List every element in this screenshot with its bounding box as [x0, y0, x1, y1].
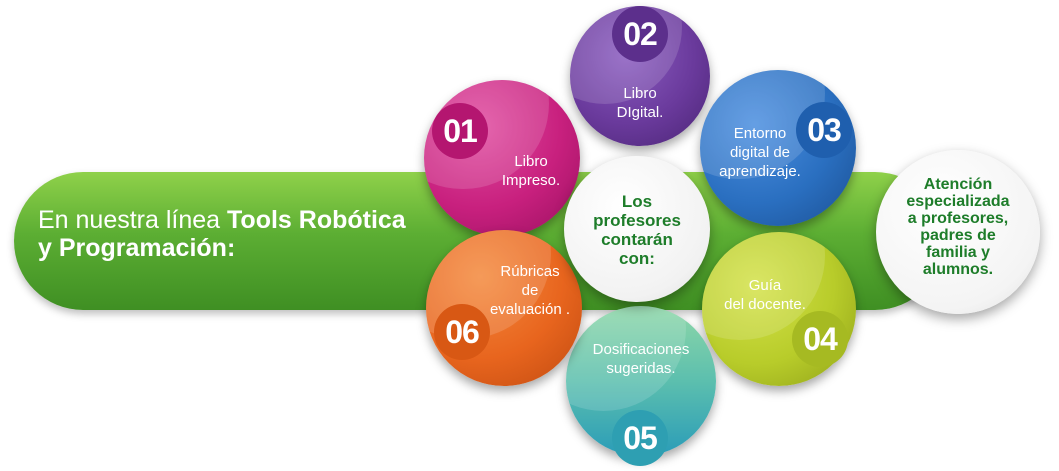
- item-03-line-2: digital de: [729, 144, 791, 161]
- item-circle-03: Entorno digital de aprendizaje.: [700, 70, 856, 226]
- item-01-line-1: Libro: [514, 153, 548, 170]
- support-line-6: alumnos.: [922, 261, 994, 278]
- item-01-line-2: Impreso.: [501, 172, 561, 189]
- item-number-03: 03: [796, 102, 852, 158]
- item-03-line-3: aprendizaje.: [719, 163, 801, 180]
- support-line-4: padres de: [920, 227, 996, 244]
- item-02-line-1: Libro: [623, 85, 657, 102]
- item-label-05: Dosificaciones sugeridas.: [576, 340, 706, 378]
- center-line-1: Los: [621, 192, 653, 211]
- item-label-03: Entorno digital de aprendizaje.: [708, 124, 812, 181]
- banner-text-bold-2: y Programación:: [38, 234, 236, 262]
- support-line-2: especializada: [906, 193, 1010, 210]
- support-text: Atención especializada a profesores, pad…: [882, 176, 1034, 278]
- center-circle: Los profesores contarán con:: [564, 156, 710, 302]
- item-number-02: 02: [612, 6, 668, 62]
- center-line-3: contarán: [601, 230, 673, 249]
- item-05-line-1: Dosificaciones: [592, 341, 690, 358]
- banner-text-bold-1: Tools Robótica: [227, 206, 406, 234]
- item-label-04: Guía del docente.: [710, 276, 820, 314]
- item-circle-04: Guía del docente.: [702, 232, 856, 386]
- support-circle: Atención especializada a profesores, pad…: [876, 150, 1040, 314]
- banner-text-plain: En nuestra línea: [38, 206, 228, 234]
- item-circle-01: Libro Impreso.: [424, 80, 580, 236]
- item-label-06: Rúbricas de evaluación .: [480, 262, 580, 319]
- item-06-line-2: de: [521, 282, 539, 299]
- item-label-01: Libro Impreso.: [486, 152, 576, 190]
- support-line-3: a profesores,: [907, 210, 1009, 227]
- item-04-line-1: Guía: [748, 277, 782, 294]
- item-number-05: 05: [612, 410, 668, 466]
- item-06-line-1: Rúbricas: [500, 263, 560, 280]
- item-04-line-2: del docente.: [724, 296, 806, 313]
- item-number-06: 06: [434, 304, 490, 360]
- item-05-line-2: sugeridas.: [606, 360, 676, 377]
- banner-text: En nuestra línea Tools Robótica y Progra…: [38, 206, 478, 262]
- item-circle-06: Rúbricas de evaluación .: [426, 230, 582, 386]
- item-number-01: 01: [432, 103, 488, 159]
- support-line-5: familia y: [925, 244, 991, 261]
- item-label-02: Libro DIgital.: [590, 84, 690, 122]
- center-text: Los profesores contarán con:: [564, 192, 710, 268]
- center-line-4: con:: [619, 249, 655, 268]
- center-line-2: profesores: [593, 211, 681, 230]
- item-03-line-1: Entorno: [733, 125, 787, 142]
- support-line-1: Atención: [923, 176, 993, 193]
- item-number-04: 04: [792, 311, 848, 367]
- item-02-line-2: DIgital.: [616, 104, 664, 121]
- item-circle-05: Dosificaciones sugeridas.: [566, 306, 716, 456]
- item-06-line-3: evaluación .: [489, 301, 571, 318]
